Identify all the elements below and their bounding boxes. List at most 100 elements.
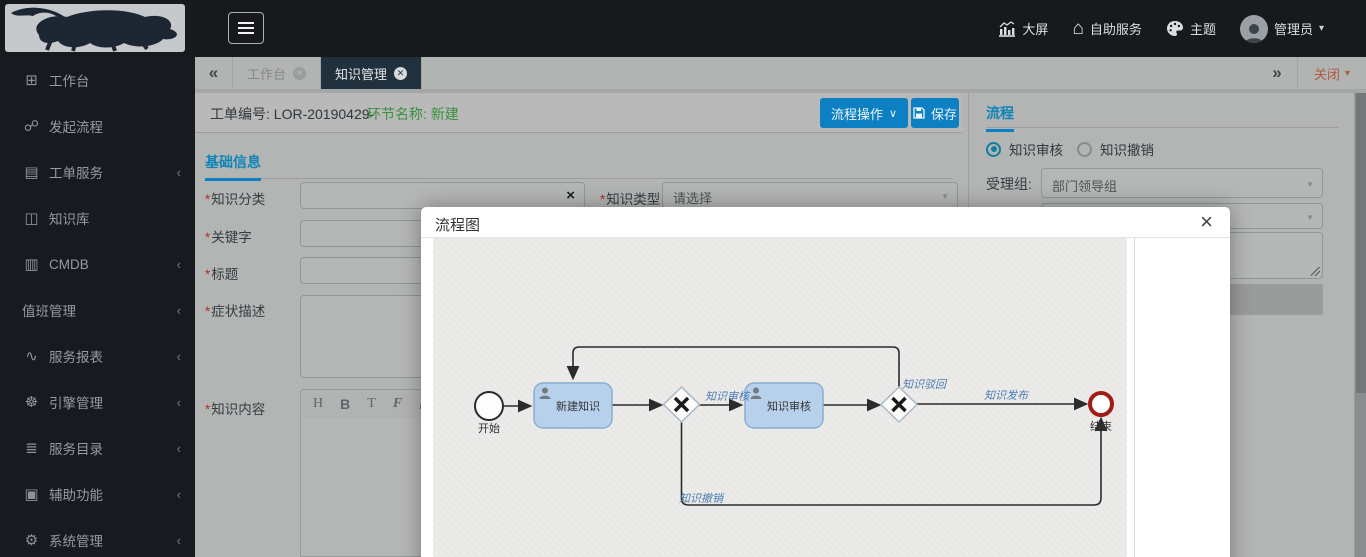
workorder-step-value: 新建 — [430, 106, 459, 122]
start-event-label: 开始 — [478, 421, 500, 435]
sidebar-item-label: 服务目录 — [49, 442, 103, 457]
topbar-right: 大屏 ⌂ 自助服务 主题 — [998, 0, 1324, 57]
edge-reject-back — [566, 346, 900, 387]
handling-group-label: 受理组: — [986, 176, 1032, 192]
start-event-node — [474, 391, 504, 421]
sidebar-item-label: 系统管理 — [49, 534, 103, 549]
save-button[interactable]: 保存 — [911, 98, 959, 128]
sidebar-item-duty-management[interactable]: 值班管理‹ — [0, 287, 195, 333]
close-icon[interactable]: × — [1200, 209, 1213, 234]
canvas-scrollbar-edge — [1134, 238, 1135, 557]
sidebar-item-service-catalog[interactable]: ≣服务目录‹ — [0, 425, 195, 471]
tab-label: 知识管理 — [335, 66, 388, 82]
handling-group-select[interactable]: 部门领导组 ▼ — [1041, 168, 1323, 198]
flow-actions-button[interactable]: 流程操作 ∨ — [820, 98, 908, 128]
modal-title: 流程图 — [435, 217, 481, 234]
flow-panel-title: 流程 — [986, 103, 1014, 132]
sidebar-item-label: 发起流程 — [49, 120, 103, 135]
sidebar-item-label: 工作台 — [49, 74, 90, 89]
clear-icon[interactable]: × — [566, 187, 575, 204]
sidebar-item-label: 值班管理 — [22, 304, 76, 319]
tabbar: « 工作台 ✕ 知识管理 ✕ » 关闭 ▾ — [195, 57, 1366, 93]
symptom-label: *症状描述 — [205, 304, 266, 319]
person-icon — [539, 387, 551, 399]
page-scrollbar[interactable] — [1354, 93, 1366, 557]
sidebar-item-system-management[interactable]: ⚙系统管理‹ — [0, 517, 195, 557]
close-tabs-dropdown[interactable]: 关闭 ▾ — [1296, 57, 1366, 89]
sidebar-item-cmdb[interactable]: ▥CMDB‹ — [0, 241, 195, 287]
chevron-left-icon: ‹ — [176, 394, 181, 410]
book-icon: ◫ — [24, 210, 39, 227]
workorder-number-value: LOR-20190429- — [273, 106, 375, 122]
topbar-item-selfservice[interactable]: ⌂ 自助服务 — [1072, 19, 1142, 38]
workorder-step: 环节名称: 新建 — [367, 106, 459, 122]
user-name: 管理员 — [1273, 22, 1313, 37]
avatar — [1239, 14, 1268, 43]
topbar-item-label: 自助服务 — [1089, 22, 1142, 37]
radio-knowledge-withdraw[interactable] — [1077, 141, 1092, 157]
textsize-button[interactable]: T — [367, 396, 376, 411]
chevron-left-icon: ‹ — [176, 348, 181, 364]
tab-workbench[interactable]: 工作台 ✕ — [233, 57, 322, 89]
heading-button[interactable]: H — [313, 396, 324, 411]
sidebar-item-start-flow[interactable]: ☍发起流程 — [0, 103, 195, 149]
chevron-down-icon: ▾ — [1318, 23, 1324, 34]
chevron-down-icon: ▼ — [941, 192, 949, 201]
bpmn-canvas: 开始 新建知识 知识审核 — [433, 238, 1127, 557]
radio-label: 知识撤销 — [1100, 143, 1154, 158]
save-icon — [913, 107, 925, 119]
bull-logo-icon — [11, 7, 177, 52]
settings-icon: ⚙ — [24, 532, 39, 549]
close-icon[interactable]: ✕ — [394, 66, 408, 80]
sidebar-item-service-report[interactable]: ∿服务报表‹ — [0, 333, 195, 379]
sidebar-item-auxiliary[interactable]: ▣辅助功能‹ — [0, 471, 195, 517]
select-placeholder: 请选择 — [673, 191, 713, 206]
tools-icon: ▣ — [24, 486, 39, 503]
topbar-item-label: 主题 — [1189, 22, 1216, 37]
end-event-node — [1088, 391, 1114, 417]
sidebar-toggle-button[interactable] — [228, 12, 264, 44]
resize-handle[interactable] — [1311, 267, 1320, 276]
font-button[interactable]: F — [392, 396, 403, 411]
sidebar-item-label: 辅助功能 — [49, 488, 103, 503]
section-title-basic-info: 基础信息 — [205, 152, 261, 181]
chevron-down-icon: ▾ — [1344, 67, 1350, 79]
workorder-header: 工单编号: LOR-20190429- 环节名称: 新建 流程操作 ∨ 保存 — [195, 93, 962, 133]
tab-knowledge-management[interactable]: 知识管理 ✕ — [321, 57, 423, 89]
task-label: 知识审核 — [767, 399, 811, 413]
document-icon: ▤ — [24, 164, 39, 181]
topbar-item-label: 大屏 — [1022, 22, 1049, 37]
scrollbar-thumb[interactable] — [1356, 93, 1366, 393]
close-tabs-label: 关闭 — [1313, 66, 1340, 82]
chevron-left-icon: ‹ — [176, 256, 181, 272]
radio-knowledge-review[interactable] — [986, 141, 1001, 157]
divider — [986, 127, 1338, 128]
topbar-item-theme[interactable]: 主题 — [1166, 19, 1216, 38]
person-icon — [1244, 23, 1264, 43]
sidebar-item-knowledge-base[interactable]: ◫知识库 — [0, 195, 195, 241]
sidebar-item-engine-management[interactable]: ☸引擎管理‹ — [0, 379, 195, 425]
topbar-item-dashboard[interactable]: 大屏 — [998, 19, 1048, 38]
user-menu[interactable]: 管理员 ▾ — [1239, 14, 1324, 43]
tabs-scroll-left-button[interactable]: « — [195, 57, 233, 89]
brand-logo — [5, 4, 185, 52]
chevron-left-icon: ‹ — [176, 164, 181, 180]
knowledge-type-select[interactable]: 请选择 ▼ — [662, 182, 958, 209]
catalog-icon: ≣ — [25, 440, 38, 457]
close-icon[interactable]: ✕ — [293, 66, 307, 80]
hamburger-icon — [238, 27, 254, 29]
report-icon: ∿ — [25, 348, 38, 365]
bpmn-diagram: 开始 新建知识 知识审核 — [474, 346, 1114, 506]
knowledge-category-input[interactable]: × — [300, 182, 585, 209]
sidebar-item-workbench[interactable]: ⊞工作台 — [0, 57, 195, 103]
bar-chart-icon: ▥ — [24, 256, 39, 273]
topbar: 大屏 ⌂ 自助服务 主题 — [0, 0, 1366, 57]
tabs-scroll-right-button[interactable]: » — [1272, 63, 1282, 82]
divider — [205, 178, 952, 179]
flow-actions-label: 流程操作 — [830, 106, 883, 122]
person-icon — [750, 387, 762, 399]
edge-label-reject: 知识驳回 — [902, 378, 948, 391]
sidebar-item-ticket-service[interactable]: ▤工单服务‹ — [0, 149, 195, 195]
bold-button[interactable]: B — [340, 396, 351, 412]
